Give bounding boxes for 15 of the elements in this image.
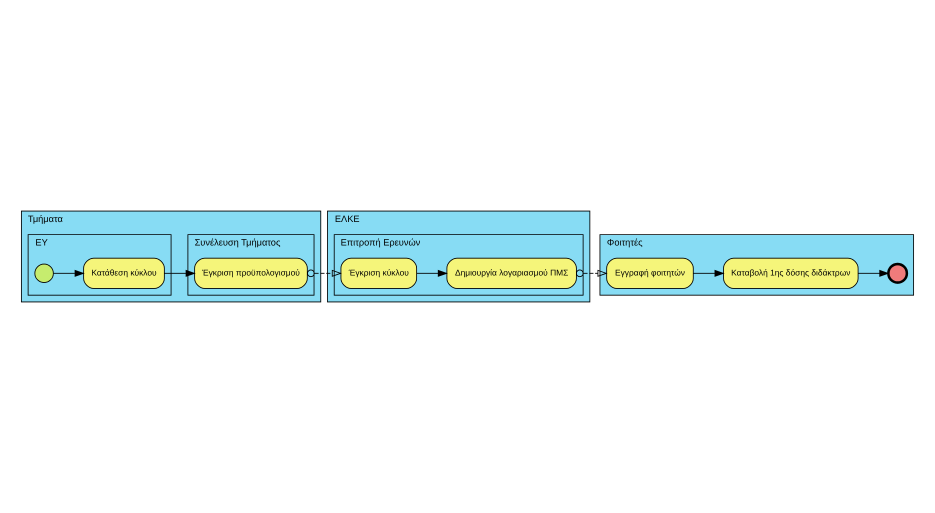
arrow	[53, 270, 85, 277]
node-circle	[34, 264, 54, 283]
arrow	[164, 270, 196, 277]
node-box: Έγκριση προϋπολογισμού	[194, 258, 308, 289]
arrow	[858, 270, 890, 277]
node-box: Καταβολή 1ης δόσης διδάκτρων	[723, 258, 859, 289]
node-box: Κατάθεση κύκλου	[83, 258, 165, 289]
arrow	[692, 270, 725, 277]
node-box: Έγκριση κύκλου	[340, 258, 418, 289]
arrow	[307, 270, 342, 278]
node-circle	[887, 262, 908, 284]
arrow	[576, 270, 608, 278]
node-box: Δημιουργία λογαριασμού ΠΜΣ	[446, 258, 577, 289]
arrow	[416, 270, 448, 277]
node-box: Εγγραφή φοιτητών	[606, 258, 694, 289]
